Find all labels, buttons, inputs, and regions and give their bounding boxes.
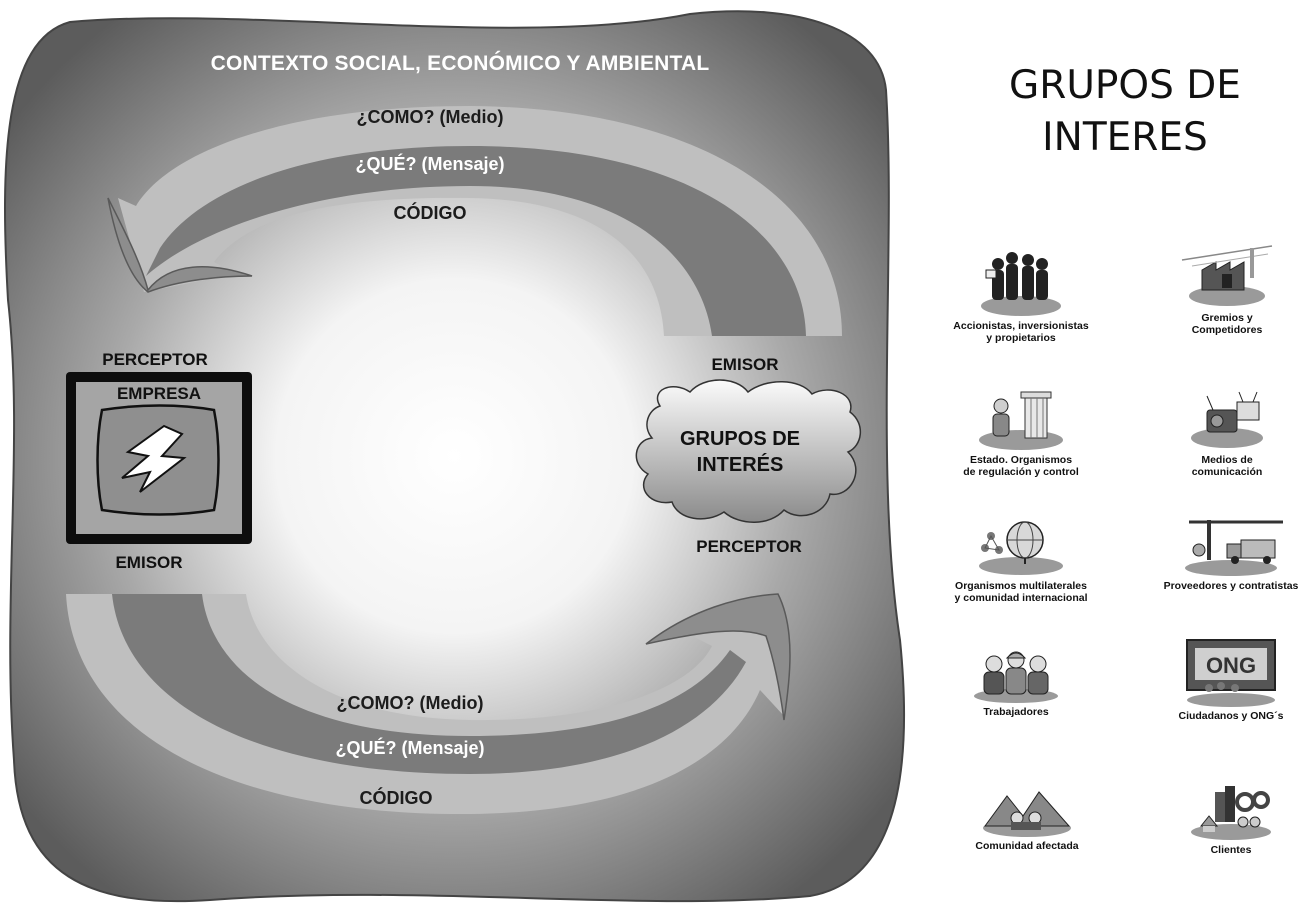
right-emisor-label: EMISOR — [711, 355, 779, 374]
group-gremios: Gremios y Competidores — [1142, 240, 1308, 336]
group-label: Trabajadores — [983, 706, 1049, 718]
top-arrow-head — [107, 197, 253, 293]
ong-sign-icon: ONG — [1186, 639, 1276, 707]
government-column-icon — [979, 391, 1063, 450]
left-perceptor-label: PERCEPTOR — [102, 350, 208, 369]
bottom-code-label: CÓDIGO — [359, 788, 433, 808]
tv-radio-icon — [1191, 391, 1263, 448]
industry-icon — [1181, 245, 1273, 306]
people-crowd-icon — [981, 252, 1061, 316]
group-accionistas: Accionistas, inversionistas y propietari… — [936, 248, 1106, 344]
group-estado: Estado. Organismos de regulación y contr… — [936, 388, 1106, 478]
group-label: Medios de comunicación — [1191, 454, 1263, 478]
globe-icon — [979, 521, 1063, 575]
truck-crane-icon — [1185, 520, 1283, 576]
group-label: Clientes — [1210, 844, 1252, 856]
bottom-arrow-band-medium — [66, 594, 784, 815]
group-clientes: Clientes — [1146, 782, 1308, 856]
top-arrow-band-medium — [118, 106, 842, 336]
top-how-label: ¿COMO? (Medio) — [356, 107, 504, 127]
group-ciudadanos-ong: ONG Ciudadanos y ONG´s — [1146, 636, 1308, 722]
group-trabajadores: Trabajadores — [931, 646, 1101, 718]
right-perceptor-label: PERCEPTOR — [696, 537, 802, 556]
community-icon — [983, 791, 1071, 837]
group-label: Organismos multilaterales y comunidad in… — [954, 580, 1088, 604]
workers-icon — [974, 651, 1058, 703]
svg-text:ONG: ONG — [1206, 653, 1256, 678]
left-emisor-label: EMISOR — [115, 553, 183, 572]
top-code-label: CÓDIGO — [393, 203, 467, 223]
empresa-label: EMPRESA — [116, 384, 202, 403]
bottom-arrow-band-message — [112, 594, 746, 774]
top-arrow-band-message — [146, 146, 806, 336]
context-title: CONTEXTO SOCIAL, ECONÓMICO Y AMBIENTAL — [210, 52, 710, 75]
bottom-what-label: ¿QUÉ? (Mensaje) — [335, 738, 485, 758]
bottom-arrow-head — [645, 593, 791, 721]
group-label: Gremios y Competidores — [1191, 312, 1263, 336]
lightning-icon — [121, 424, 187, 493]
group-label: Ciudadanos y ONG´s — [1178, 710, 1284, 722]
group-label: Proveedores y contratistas — [1163, 580, 1299, 592]
group-proveedores: Proveedores y contratistas — [1146, 514, 1308, 592]
group-label: Estado. Organismos de regulación y contr… — [963, 454, 1079, 478]
bottom-how-label: ¿COMO? (Medio) — [336, 693, 484, 713]
stakeholders-title: GRUPOS DE INTERES — [1009, 63, 1241, 160]
group-label: Accionistas, inversionistas y propietari… — [953, 320, 1089, 344]
group-medios: Medios de comunicación — [1142, 388, 1308, 478]
cloud-icon — [635, 379, 861, 523]
group-comunidad: Comunidad afectada — [942, 782, 1112, 852]
group-label: Comunidad afectada — [975, 840, 1079, 852]
grupos-de-interes-label: GRUPOS DE INTERÉS — [679, 428, 801, 476]
clients-icon — [1191, 786, 1271, 840]
group-multilaterales: Organismos multilaterales y comunidad in… — [936, 514, 1106, 604]
top-what-label: ¿QUÉ? (Mensaje) — [355, 154, 505, 174]
